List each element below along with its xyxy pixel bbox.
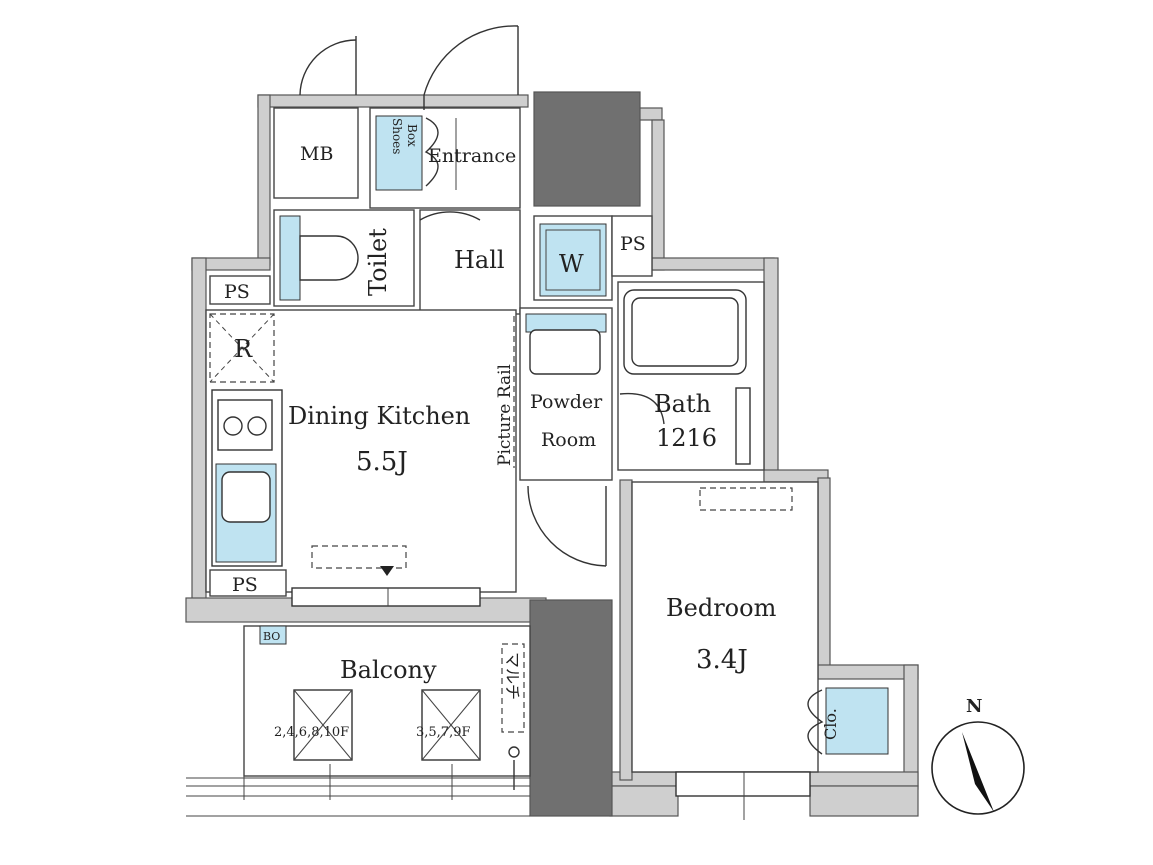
ps-top-right-label: PS xyxy=(620,233,646,255)
entrance-label: Entrance xyxy=(428,145,516,167)
bedroom-overhead-storage xyxy=(699,487,793,511)
picture-rail-label: Picture Rail xyxy=(495,364,515,466)
dining-overhead-storage xyxy=(311,545,407,569)
powder-sink xyxy=(529,329,601,375)
compass-circle xyxy=(931,721,1025,815)
structural-column-bottom xyxy=(529,599,613,817)
bo-tag-label: BO xyxy=(263,630,280,643)
toilet-bowl xyxy=(299,235,359,281)
bathtub xyxy=(623,289,747,375)
multi-label: マルチ xyxy=(503,652,522,700)
north-compass: N xyxy=(931,696,1025,815)
bedroom-window xyxy=(675,771,811,797)
balcony-unit-left-label: 2,4,6,8,10F xyxy=(274,725,349,740)
toilet-tank xyxy=(279,215,301,301)
kitchen-sink xyxy=(221,471,271,523)
washer-label: W xyxy=(559,250,584,278)
shoes-label: Shoes xyxy=(390,118,404,154)
shoes-box xyxy=(375,115,423,191)
closet-space xyxy=(825,687,889,755)
dining-kitchen-size: 5.5J xyxy=(356,447,408,477)
refrigerator-label: R xyxy=(234,335,253,363)
refrigerator-space xyxy=(209,313,275,383)
bath-label: Bath xyxy=(654,390,711,418)
ps-left-bottom-label: PS xyxy=(232,574,258,596)
structural-column-top xyxy=(533,91,641,207)
bath-size: 1216 xyxy=(656,424,717,452)
bedroom-label: Bedroom xyxy=(666,594,777,622)
toilet-label: Toilet xyxy=(364,228,392,296)
bo-tag-box xyxy=(259,625,287,645)
mb-label: MB xyxy=(300,143,333,165)
bath-shelf xyxy=(735,387,751,465)
powder-room-label-1: Powder xyxy=(530,391,603,413)
bedroom-size: 3.4J xyxy=(696,645,748,675)
hall-label: Hall xyxy=(454,246,505,274)
balcony-unit-right-label: 3,5,7,9F xyxy=(416,725,471,740)
balcony-label: Balcony xyxy=(340,656,437,684)
multi-box xyxy=(501,643,525,733)
washer-space xyxy=(539,223,607,297)
stove xyxy=(217,399,273,451)
dining-window xyxy=(291,587,481,607)
balcony-railing xyxy=(186,626,530,817)
closet-label: Clo. xyxy=(821,708,840,740)
north-arrow-icon xyxy=(962,732,994,812)
entrance-doors xyxy=(299,25,519,110)
dining-kitchen-label: Dining Kitchen xyxy=(288,402,470,430)
ps-left-top-label: PS xyxy=(224,281,250,303)
box-label: Box xyxy=(405,124,419,147)
dining-vent-arrow xyxy=(380,566,394,576)
powder-room-label-2: Room xyxy=(541,429,596,451)
north-label: N xyxy=(966,696,982,717)
